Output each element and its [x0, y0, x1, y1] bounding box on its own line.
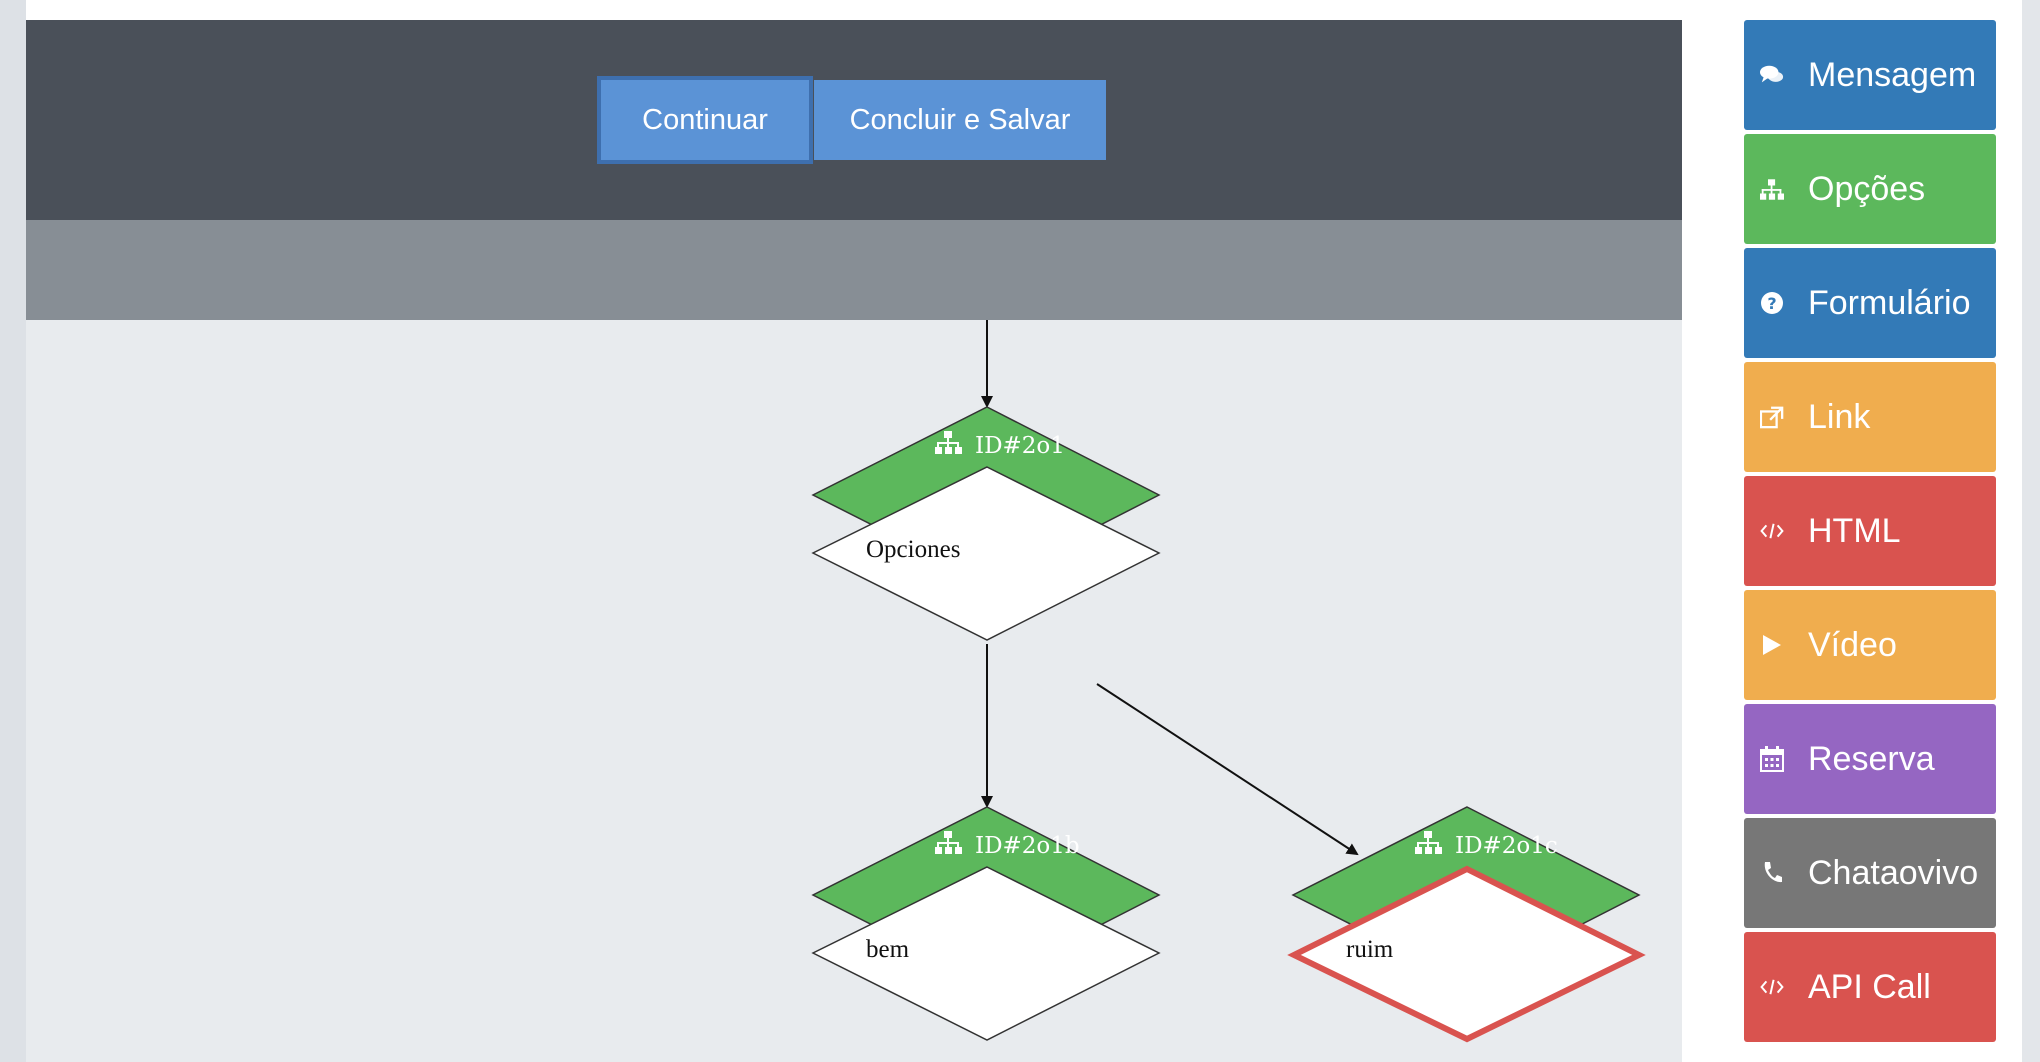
top-strip	[26, 0, 1682, 20]
play-icon	[1760, 633, 1784, 657]
sidebar-item-label: Mensagem	[1808, 55, 1977, 94]
sidebar-item-chataovivo[interactable]: Chataovivo	[1744, 818, 1996, 928]
flow-node[interactable]: ID#2o1b bem	[811, 806, 1161, 1041]
flow-node-selected[interactable]: ID#2o1c ruim	[1287, 806, 1646, 1043]
external-link-icon	[1760, 405, 1784, 429]
flow-diagram: ID#2o1 Opciones ID#2o1b bem	[811, 320, 1646, 1043]
node-body	[1287, 865, 1646, 1043]
sidebar-item-label: Opções	[1808, 169, 1926, 208]
sidebar-item-label: Formulário	[1808, 283, 1971, 322]
sidebar-item-video[interactable]: Vídeo	[1744, 590, 1996, 700]
code-icon	[1760, 520, 1784, 542]
connector-to-ruim	[1096, 683, 1359, 856]
sidebar-item-label: Reserva	[1808, 739, 1935, 778]
question-circle-icon: ?	[1760, 291, 1784, 315]
sidebar-item-link[interactable]: Link	[1744, 362, 1996, 472]
node-text: bem	[866, 936, 910, 963]
sitemap-icon	[1415, 831, 1442, 854]
node-id-label: ID#2o1c	[1455, 833, 1558, 859]
sidebar-item-label: Link	[1808, 397, 1871, 436]
node-id-label: ID#2o1b	[975, 833, 1080, 859]
code-icon	[1760, 976, 1784, 998]
node-text: ruim	[1346, 936, 1394, 963]
sitemap-icon	[1760, 178, 1784, 201]
node-body	[811, 866, 1161, 1041]
sidebar-item-label: HTML	[1808, 511, 1901, 550]
sidebar-item-opcoes[interactable]: Opções	[1744, 134, 1996, 244]
sidebar-item-label: API Call	[1808, 967, 1931, 1006]
sitemap-icon	[935, 431, 962, 454]
svg-text:?: ?	[1767, 294, 1776, 313]
sidebar-item-mensagem[interactable]: Mensagem	[1744, 20, 1996, 130]
phone-icon	[1760, 861, 1784, 885]
continue-button[interactable]: Continuar	[597, 76, 813, 164]
sidebar-item-reserva[interactable]: Reserva	[1744, 704, 1996, 814]
sidebar-item-label: Vídeo	[1808, 625, 1897, 664]
sidebar-item-html[interactable]: HTML	[1744, 476, 1996, 586]
node-id-label: ID#2o1	[975, 433, 1065, 459]
sidebar-item-api-call[interactable]: API Call	[1744, 932, 1996, 1042]
calendar-icon	[1760, 746, 1784, 772]
scrollbar[interactable]	[2022, 0, 2040, 1062]
sidebar-item-label: Chataovivo	[1808, 853, 1979, 892]
comments-icon	[1760, 64, 1784, 86]
sidebar-item-formulario[interactable]: ? Formulário	[1744, 248, 1996, 358]
flow-node[interactable]: ID#2o1 Opciones	[811, 406, 1161, 641]
editor-subheader	[26, 220, 1682, 320]
node-body	[811, 466, 1161, 641]
sitemap-icon	[935, 831, 962, 854]
node-text: Opciones	[866, 536, 960, 563]
save-button[interactable]: Concluir e Salvar	[814, 80, 1106, 160]
